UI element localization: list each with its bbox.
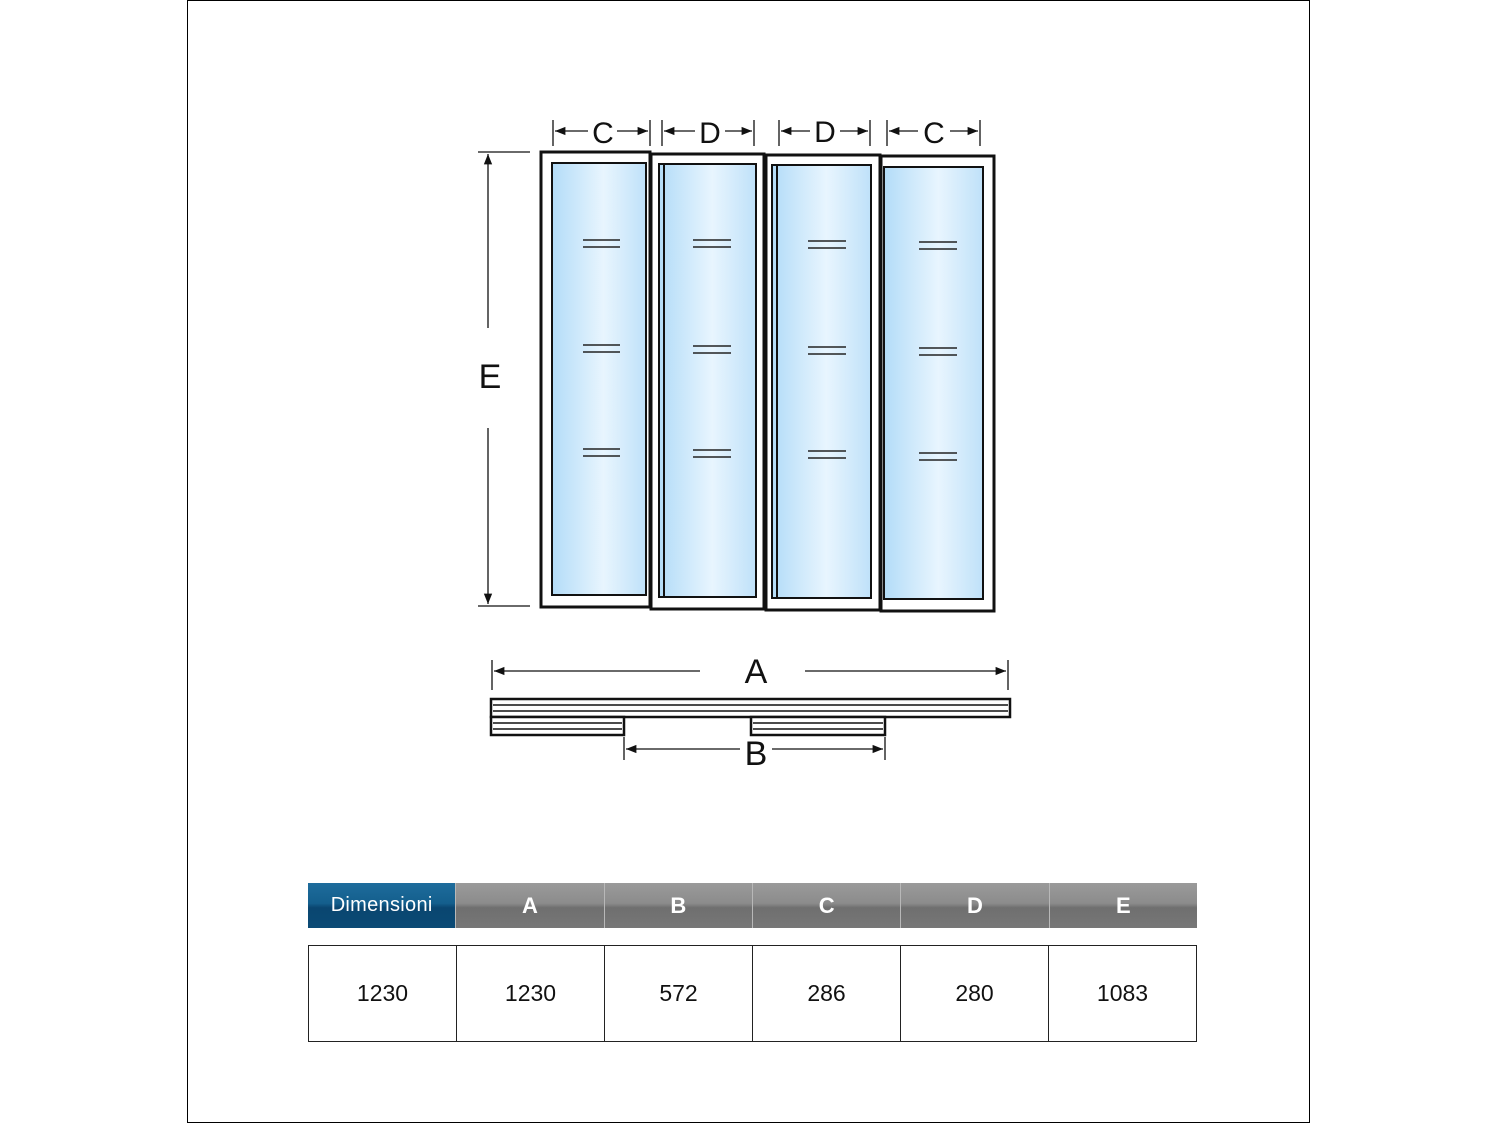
value-a: 1230	[457, 946, 605, 1041]
value-d: 280	[901, 946, 1049, 1041]
header-e: E	[1049, 883, 1197, 928]
plan-view-track	[489, 697, 1012, 737]
door-panel-4	[879, 154, 996, 613]
dimension-label-d-left: D	[699, 117, 721, 150]
dimension-label-c-right: C	[923, 117, 945, 150]
width-dimension	[491, 660, 1009, 690]
header-a: A	[456, 883, 605, 928]
value-b: 572	[605, 946, 753, 1041]
shower-door-diagram: C D D C E A B	[478, 116, 1012, 773]
handle-marks	[919, 241, 957, 461]
table-value-row: 1230 1230 572 286 280 1083	[308, 945, 1197, 1042]
door-panel-2	[649, 152, 766, 611]
height-dimension	[478, 151, 530, 607]
door-panel-1	[539, 150, 652, 609]
dimension-label-e: E	[479, 358, 502, 396]
dimension-label-c-left: C	[592, 117, 614, 150]
header-d: D	[901, 883, 1050, 928]
dimension-label-a: A	[745, 653, 768, 691]
value-dimensioni: 1230	[309, 946, 457, 1041]
value-c: 286	[753, 946, 901, 1041]
dimension-label-b: B	[745, 735, 768, 773]
handle-marks	[583, 239, 620, 457]
handle-marks	[808, 240, 846, 459]
top-dimensions	[552, 120, 981, 146]
value-e: 1083	[1096, 980, 1149, 1006]
header-dimensioni: Dimensioni	[308, 883, 457, 928]
door-panel-3	[764, 153, 882, 612]
table-header-row: Dimensioni A B C D E	[308, 883, 1197, 928]
opening-dimension	[623, 737, 886, 760]
handle-marks	[693, 239, 731, 458]
dimension-label-d-right: D	[814, 116, 836, 149]
header-c: C	[752, 883, 902, 928]
dimensions-table: Dimensioni A B C D E 1230 1230 572 286 2…	[308, 883, 1197, 1042]
header-b: B	[604, 883, 753, 928]
